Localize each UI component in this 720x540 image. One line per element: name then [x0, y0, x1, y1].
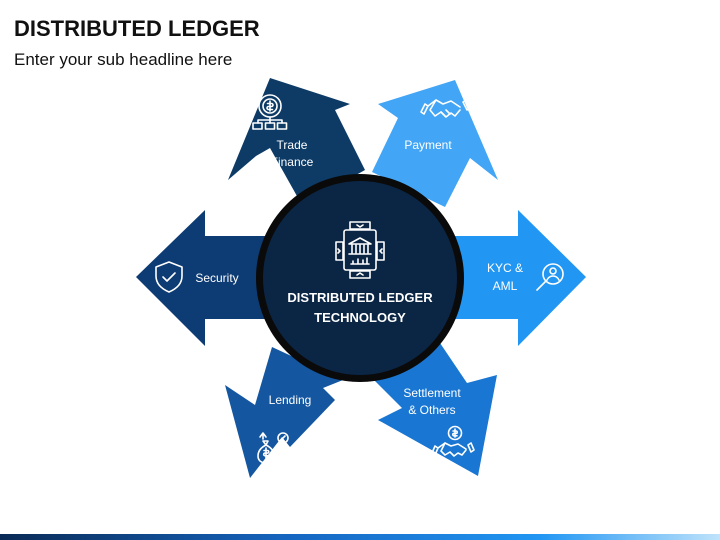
- page-subtitle: Enter your sub headline here: [14, 50, 233, 69]
- arrow-security[interactable]: Security: [136, 210, 265, 346]
- handshake-icon: [420, 99, 471, 118]
- arrow-trade-finance[interactable]: Trade Finance: [228, 78, 365, 205]
- center-title-line2: TECHNOLOGY: [314, 310, 406, 325]
- page-title: DISTRIBUTED LEDGER: [14, 16, 260, 41]
- arrow-settlement-label-line2: & Others: [408, 403, 455, 417]
- center-title-line1: DISTRIBUTED LEDGER: [287, 290, 433, 305]
- magnifier-user-icon: [536, 263, 564, 291]
- center-hub: DISTRIBUTED LEDGER TECHNOLOGY: [256, 174, 464, 382]
- arrow-lending-shape: [225, 347, 343, 478]
- arrow-settlement[interactable]: Settlement & Others: [372, 343, 497, 476]
- arrow-trade-finance-shape: [228, 78, 365, 205]
- arrow-security-label: Security: [195, 271, 238, 285]
- arrow-security-shape: [136, 210, 265, 346]
- arrow-payment[interactable]: Payment: [372, 80, 498, 207]
- arrow-lending-label: Lending: [269, 393, 312, 407]
- money-bag-percent-icon: [257, 432, 289, 464]
- arrow-payment-label: Payment: [404, 138, 452, 152]
- dollar-network-icon: [252, 94, 288, 130]
- arrow-payment-shape: [372, 80, 498, 207]
- arrow-kyc-aml-shape: [455, 210, 586, 346]
- handshake-dollar-icon: [431, 425, 475, 457]
- arrow-settlement-label-line1: Settlement: [403, 386, 461, 400]
- arrow-kyc-aml-label-line2: AML: [493, 279, 518, 293]
- arrow-settlement-shape: [372, 343, 497, 476]
- bank-blockchain-icon: [335, 221, 385, 279]
- arrow-trade-finance-label-line1: Trade: [277, 138, 308, 152]
- arrow-kyc-aml-label-line1: KYC &: [487, 261, 523, 275]
- footer-accent-bar: [0, 534, 720, 540]
- shield-check-icon: [155, 261, 183, 293]
- arrow-kyc-aml[interactable]: KYC & AML: [455, 210, 586, 346]
- arrow-lending[interactable]: Lending: [225, 347, 343, 478]
- arrow-trade-finance-label-line2: Finance: [271, 155, 314, 169]
